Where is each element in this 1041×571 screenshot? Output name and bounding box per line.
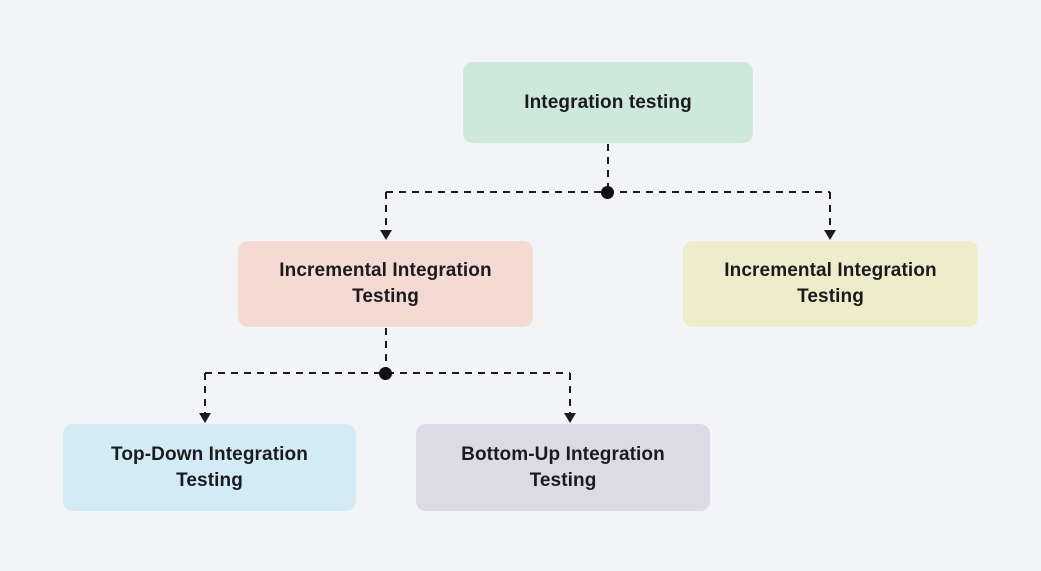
junction-dot	[601, 186, 614, 199]
edge-drop-incremental-left	[385, 192, 387, 232]
junction-dot	[379, 367, 392, 380]
edge-root-stem	[607, 144, 609, 192]
node-label: Incremental Integration Testing	[279, 260, 492, 307]
arrowhead-down-icon	[199, 413, 211, 423]
arrowhead-down-icon	[380, 230, 392, 240]
node-incremental-integration-testing-left: Incremental Integration Testing	[238, 241, 533, 327]
node-integration-testing: Integration testing	[463, 62, 753, 143]
node-label: Integration testing	[524, 91, 692, 113]
arrowhead-down-icon	[564, 413, 576, 423]
arrowhead-down-icon	[824, 230, 836, 240]
node-label: Top-Down Integration Testing	[111, 443, 308, 491]
node-incremental-integration-testing-right: Incremental Integration Testing	[683, 241, 978, 327]
edge-drop-incremental-right	[829, 192, 831, 232]
node-label: Incremental Integration Testing	[724, 260, 937, 307]
node-label: Bottom-Up Integration Testing	[461, 443, 665, 491]
edge-incremental-stem	[385, 328, 387, 373]
edge-drop-top-down	[204, 373, 206, 415]
edge-drop-bottom-up	[569, 373, 571, 415]
node-top-down-integration-testing: Top-Down Integration Testing	[63, 424, 356, 511]
node-bottom-up-integration-testing: Bottom-Up Integration Testing	[416, 424, 710, 511]
